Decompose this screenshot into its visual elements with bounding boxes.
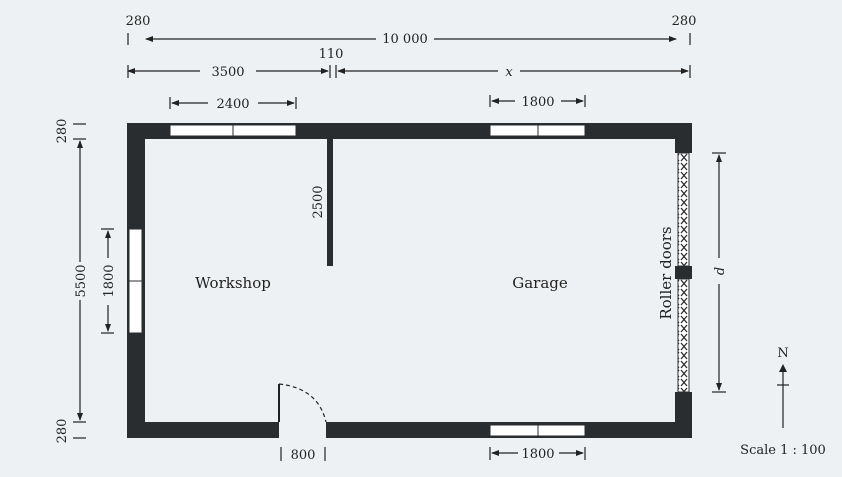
- dim-left-top-wall: 280: [55, 119, 70, 144]
- top-dimensions: 280 280 10 000 110 3500 x 2400 1800: [126, 14, 697, 112]
- dim-left-bottom-wall: 280: [55, 419, 70, 444]
- dim-top-window-right: 1800: [521, 95, 554, 110]
- dim-top-window-left: 2400: [216, 97, 249, 112]
- bottom-dimensions: 800 1800: [280, 447, 586, 463]
- partition-wall: [327, 139, 333, 266]
- room-label-workshop: Workshop: [195, 274, 271, 292]
- dim-partition-length: 2500: [311, 185, 326, 218]
- north-arrow: N: [777, 346, 789, 428]
- room-label-garage: Garage: [512, 274, 568, 292]
- wall-right-bottom: [675, 392, 692, 438]
- dim-workshop-width: 3500: [211, 65, 244, 80]
- roller-doors-label: Roller doors: [657, 226, 675, 319]
- dim-left-window: 1800: [102, 264, 117, 297]
- right-dimension: d: [712, 152, 728, 393]
- wall-right-mid: [675, 266, 692, 279]
- wall-right-top: [675, 123, 692, 153]
- dim-garage-width: x: [505, 65, 513, 80]
- dim-top-left-wall: 280: [126, 14, 151, 29]
- roller-door-upper: [677, 152, 690, 267]
- roller-door-lower: [677, 278, 690, 393]
- left-dimensions: 280 5500 280 1800: [55, 119, 117, 444]
- scale-label: Scale 1 : 100: [740, 443, 826, 458]
- dim-total-width: 10 000: [382, 32, 428, 47]
- dim-roller-depth: d: [713, 267, 728, 275]
- dim-door-width: 800: [291, 448, 316, 463]
- windows: [128, 124, 586, 437]
- north-arrow-icon: [779, 364, 787, 372]
- dim-bottom-window: 1800: [521, 447, 554, 462]
- dim-partition: 110: [319, 47, 344, 62]
- door: [278, 383, 327, 423]
- dim-left-height: 5500: [74, 264, 89, 297]
- north-label: N: [777, 346, 788, 361]
- wall-bottom-left: [127, 422, 279, 438]
- dim-top-right-wall: 280: [672, 14, 697, 29]
